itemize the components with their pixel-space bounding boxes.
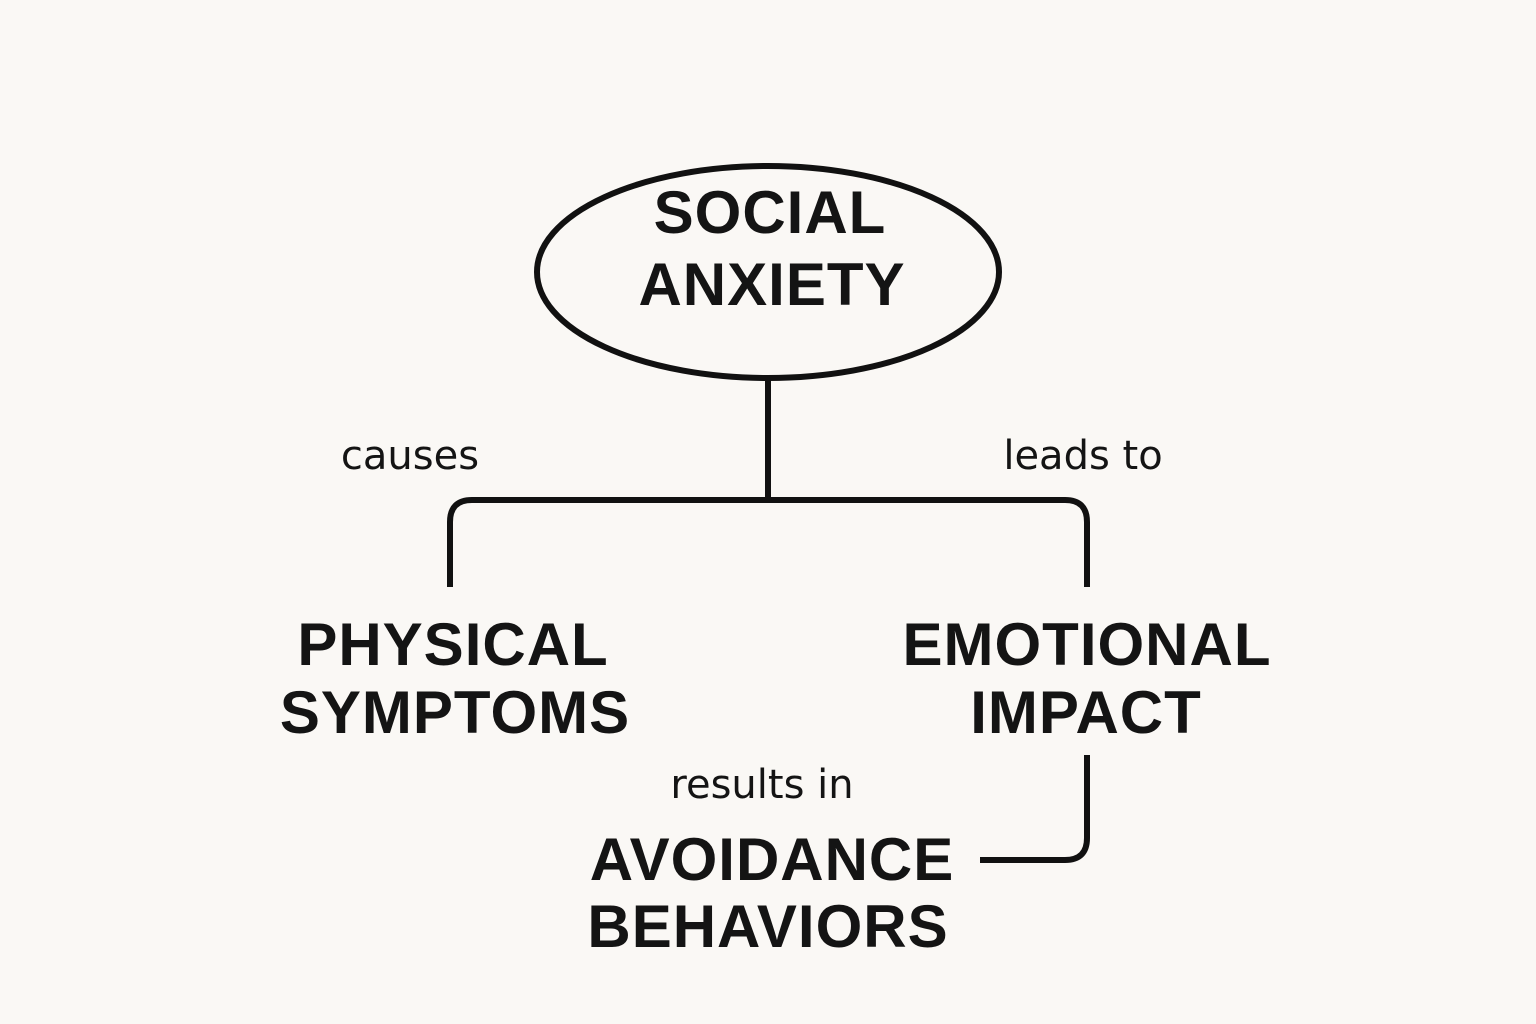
edge-label-results-in: results in <box>670 762 853 808</box>
emotional-to-avoidance-connector <box>980 755 1090 863</box>
emotional-node-line2: IMPACT <box>970 679 1202 746</box>
branch-connector <box>447 497 1090 587</box>
emotional-node-line1: EMOTIONAL <box>903 611 1272 678</box>
root-node-line2: ANXIETY <box>638 251 905 318</box>
root-node-line1: SOCIAL <box>654 179 887 246</box>
physical-node-line1: PHYSICAL <box>297 611 608 678</box>
avoidance-node-line1: AVOIDANCE <box>590 826 955 893</box>
avoidance-node-line2: BEHAVIORS <box>587 893 948 960</box>
physical-node-line2: SYMPTOMS <box>280 679 630 746</box>
edge-label-leads-to: leads to <box>1003 433 1162 479</box>
edge-label-causes: causes <box>341 433 479 479</box>
